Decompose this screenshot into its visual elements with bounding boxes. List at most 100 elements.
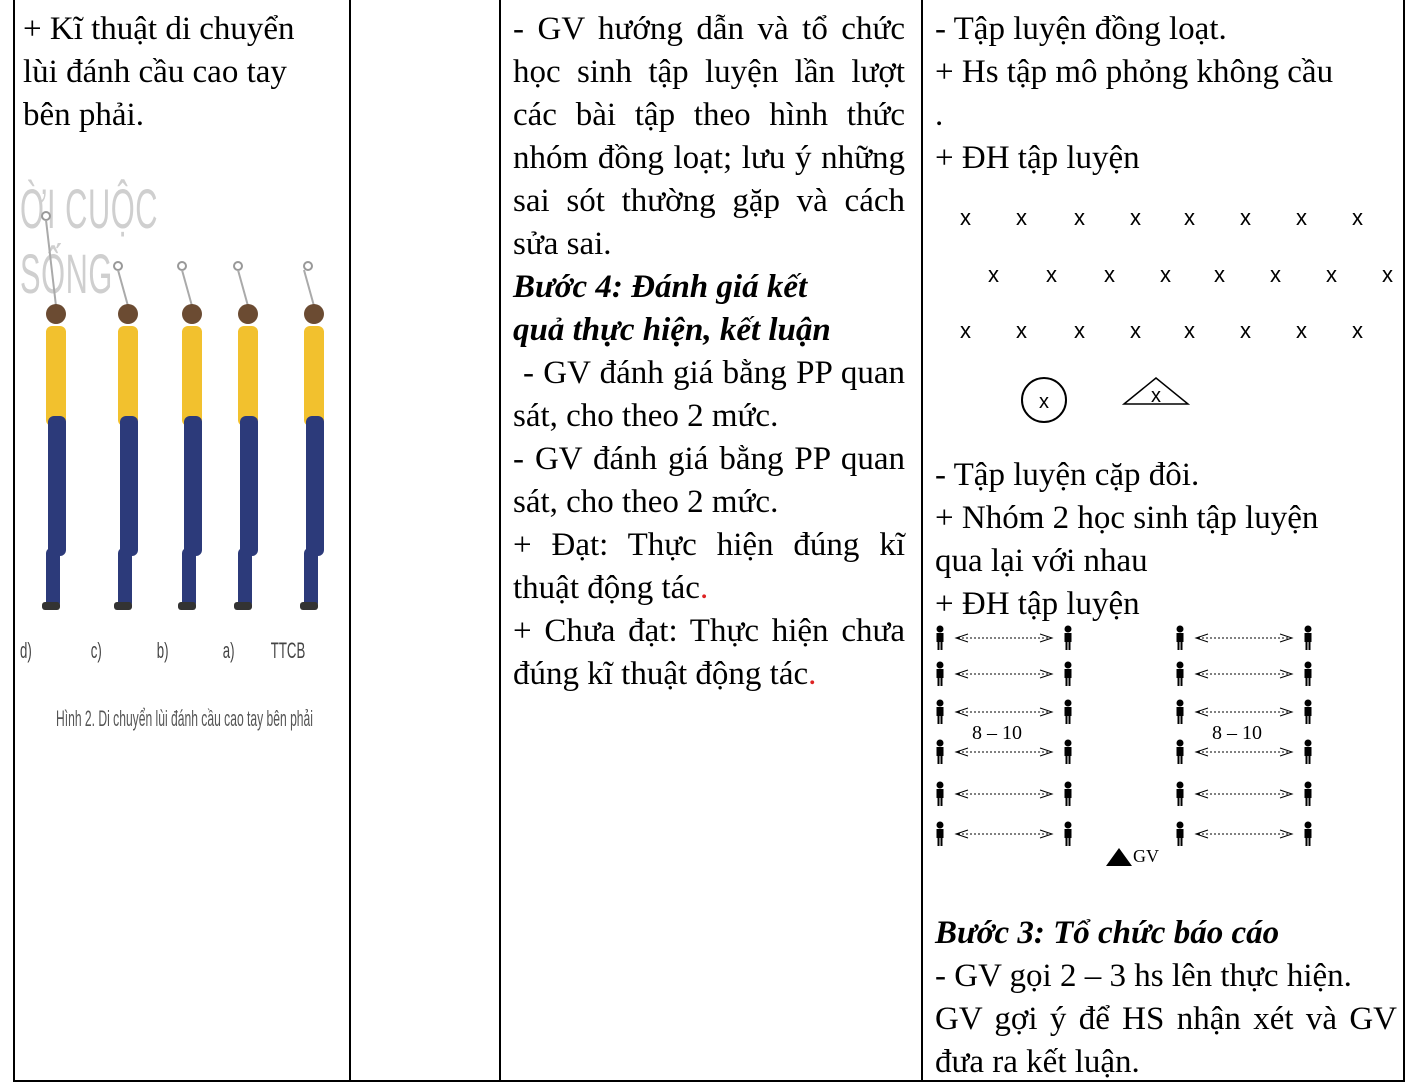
formation-x-mark: x	[1296, 318, 1307, 343]
student-icon	[1176, 699, 1184, 724]
step3-heading: Bước 3: Tổ chức báo cáo	[935, 915, 1280, 951]
student-icon	[936, 699, 944, 724]
student-icon	[936, 739, 944, 764]
pass-criteria-text: + Đạt: Thực hiện đúng kĩ thuật động tác	[513, 527, 905, 606]
evaluation-paragraph-1: - GV đánh giá bằng PP quan sát, cho theo…	[513, 355, 905, 434]
content-line: + Kĩ thuật di chuyển	[23, 11, 295, 47]
content-column: + Kĩ thuật di chuyển lùi đánh cầu cao ta…	[23, 8, 341, 137]
student-icon	[1176, 661, 1184, 686]
formation-x-mark: x	[1326, 262, 1337, 287]
student-icon	[936, 661, 944, 686]
figure-label: b)	[156, 638, 169, 663]
activity-line: + ĐH tập luyện	[935, 140, 1140, 176]
pass-arrow-icon	[1194, 747, 1294, 757]
student-activity-column: - Tập luyện đồng loạt. + Hs tập mô phỏng…	[935, 8, 1397, 180]
circle-marker-icon	[1021, 377, 1067, 423]
student-icon	[1304, 781, 1312, 806]
pair-practice-text: - Tập luyện cặp đôi. + Nhóm 2 học sinh t…	[935, 454, 1397, 626]
formation-x-mark: x	[1130, 205, 1141, 230]
student-icon	[1304, 739, 1312, 764]
activity-line: .	[935, 97, 944, 133]
pair-formation-diagram	[936, 625, 1312, 846]
formation-x-mark: x	[1184, 318, 1195, 343]
badminton-players-illustration	[41, 211, 324, 610]
player-figure-icon	[300, 261, 324, 610]
student-icon	[1304, 821, 1312, 846]
pass-arrow-icon	[1194, 789, 1294, 799]
activity-line: qua lại với nhau	[935, 543, 1148, 579]
student-icon	[1064, 661, 1072, 686]
formation-x-mark: x	[1352, 318, 1363, 343]
student-icon	[1176, 781, 1184, 806]
figure-label: d)	[20, 638, 32, 663]
figure-label: TTCB	[270, 638, 306, 663]
content-line: lùi đánh cầu cao tay	[23, 54, 287, 90]
activity-line: GV gợi ý để HS nhận xét và GV đưa ra kết…	[935, 1001, 1397, 1080]
guidance-paragraph: - GV hướng dẫn và tổ chức học sinh tập l…	[513, 11, 905, 262]
formation-x-mark: x	[1352, 205, 1363, 230]
pass-arrow-icon	[1194, 669, 1294, 679]
formation-x-mark: x	[960, 205, 971, 230]
formation-x-mark: x	[1074, 205, 1085, 230]
student-icon	[1176, 625, 1184, 650]
formation-x-mark: x	[1270, 262, 1281, 287]
player-figure-icon	[113, 261, 138, 610]
activity-line: - Tập luyện cặp đôi.	[935, 457, 1200, 493]
distance-label: 8 – 10	[1212, 722, 1262, 744]
pass-criteria-dot: .	[699, 570, 709, 606]
formation-x-mark: x	[1296, 205, 1307, 230]
pass-arrow-icon	[954, 707, 1054, 717]
student-icon	[1304, 661, 1312, 686]
student-icon	[1304, 699, 1312, 724]
formation-x-mark: x	[1046, 262, 1057, 287]
pass-criteria: + Đạt: Thực hiện đúng kĩ thuật động tác.	[513, 524, 905, 610]
pass-arrow-icon	[954, 747, 1054, 757]
pass-arrow-icon	[954, 789, 1054, 799]
fail-criteria-text: + Chưa đạt: Thực hiện chưa đúng kĩ thuật…	[513, 613, 905, 692]
triangle-marker-icon	[1121, 377, 1191, 405]
figure-label: a)	[222, 638, 235, 663]
pass-arrow-icon	[954, 829, 1054, 839]
student-icon	[936, 625, 944, 650]
teacher-position-triangle-icon	[1106, 848, 1132, 866]
student-icon	[1304, 625, 1312, 650]
pass-arrow-icon	[954, 633, 1054, 643]
figure-caption: Hình 2. Di chuyển lùi đánh cầu cao tay b…	[56, 706, 313, 731]
content-line: bên phải.	[23, 97, 144, 133]
formation-x-mark: x	[960, 318, 971, 343]
lesson-table: + Kĩ thuật di chuyển lùi đánh cầu cao ta…	[13, 0, 1405, 1082]
step4-heading-line2: quả thực hiện, kết luận	[513, 312, 831, 348]
figure-label: c)	[90, 638, 102, 663]
formation-x-mark: x	[1382, 262, 1393, 287]
activity-line: + ĐH tập luyện	[935, 586, 1140, 622]
formation-x-mark: x	[1160, 262, 1171, 287]
student-icon	[1176, 821, 1184, 846]
activity-line: + Hs tập mô phỏng không cầu	[935, 54, 1334, 90]
student-icon	[1176, 739, 1184, 764]
formation-x-mark: x	[1104, 262, 1115, 287]
report-section: Bước 3: Tổ chức báo cáo - GV gọi 2 – 3 h…	[935, 912, 1397, 1084]
step4-heading-line1: Bước 4: Đánh giá kết	[513, 269, 808, 305]
player-figure-icon	[177, 261, 202, 610]
formation-x-mark: x	[1130, 318, 1141, 343]
pass-arrow-icon	[1194, 829, 1294, 839]
teacher-activity-column: - GV hướng dẫn và tổ chức học sinh tập l…	[513, 8, 905, 696]
pass-arrow-icon	[954, 669, 1054, 679]
pass-arrow-icon	[1194, 707, 1294, 717]
formation-x-mark: x	[988, 262, 999, 287]
player-figure-icon	[41, 211, 66, 610]
student-icon	[1064, 625, 1072, 650]
circle-marker-label: x	[1039, 391, 1049, 413]
activity-line: - GV gọi 2 – 3 hs lên thực hiện.	[935, 958, 1352, 994]
evaluation-paragraph-2: - GV đánh giá bằng PP quan sát, cho theo…	[513, 441, 905, 520]
student-icon	[1064, 821, 1072, 846]
column-divider-3	[921, 0, 923, 1080]
fail-criteria: + Chưa đạt: Thực hiện chưa đúng kĩ thuật…	[513, 610, 905, 696]
pass-arrow-icon	[1194, 633, 1294, 643]
formation-x-mark: x	[1240, 205, 1251, 230]
teacher-label: GV	[1133, 846, 1159, 866]
formation-x-mark: x	[1214, 262, 1225, 287]
formation-x-mark: x	[1184, 205, 1195, 230]
student-icon	[1064, 739, 1072, 764]
formation-x-mark: x	[1074, 318, 1085, 343]
